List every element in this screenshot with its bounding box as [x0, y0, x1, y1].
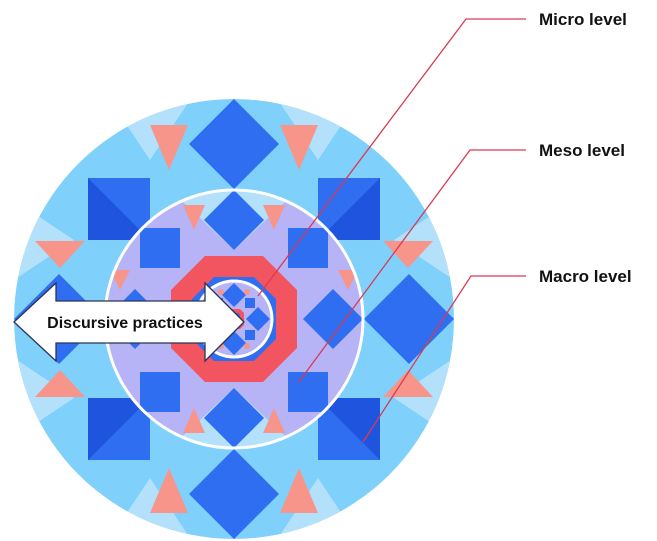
- macro-salmon-triangle: [383, 370, 433, 397]
- macro-salmon-triangle: [280, 468, 318, 513]
- macro-level-disc: [14, 99, 454, 539]
- meso-blue-diamond-bottom: [204, 388, 264, 448]
- meso-blue-square: [288, 372, 328, 412]
- macro-leader-line: [362, 275, 526, 443]
- meso-salmon-triangle: [183, 408, 205, 433]
- meso-blue-square: [140, 372, 180, 412]
- micro-level-label: Micro level: [539, 10, 627, 29]
- macro-salmon-triangle: [35, 370, 85, 397]
- macro-salmon-triangle: [383, 241, 433, 268]
- micro-salmon-dot: [218, 289, 224, 295]
- meso-salmon-triangle: [263, 205, 285, 230]
- macro-salmon-triangle: [150, 125, 188, 170]
- double-headed-arrow-icon: [13, 281, 245, 363]
- macro-square-facet: [88, 178, 150, 240]
- micro-blue-square: [245, 298, 255, 308]
- macro-square-facet: [318, 398, 380, 460]
- micro-blue-diamond: [222, 283, 246, 307]
- meso-leader-line: [297, 149, 526, 384]
- macro-salmon-triangle: [150, 468, 188, 513]
- micro-blue-square: [245, 330, 255, 340]
- macro-square-facet: [318, 178, 380, 240]
- macro-blue-diamond-top: [189, 99, 279, 189]
- macro-level-label: Macro level: [539, 267, 632, 286]
- macro-salmon-triangle: [35, 241, 85, 268]
- micro-salmon-dot: [244, 343, 250, 349]
- meso-level-label: Meso level: [539, 141, 625, 160]
- meso-salmon-triangle: [183, 205, 205, 230]
- meso-salmon-triangle: [263, 408, 285, 433]
- macro-square-facet: [88, 398, 150, 460]
- macro-blue-diamond-bottom: [189, 449, 279, 539]
- discursive-practices-arrow: Discursive practices: [13, 281, 245, 363]
- meso-blue-diamond-top: [204, 190, 264, 250]
- macro-salmon-triangle: [280, 125, 318, 170]
- micro-leader-line: [257, 18, 526, 297]
- macro-blue-diamond-right: [364, 274, 454, 364]
- micro-salmon-dot: [244, 289, 250, 295]
- meso-blue-diamond-right: [303, 289, 363, 349]
- meso-salmon-triangle: [110, 270, 130, 290]
- discursive-practices-label: Discursive practices: [47, 315, 203, 332]
- micro-blue-diamond: [246, 307, 270, 331]
- meso-blue-square: [140, 228, 180, 268]
- meso-salmon-triangle: [338, 270, 358, 290]
